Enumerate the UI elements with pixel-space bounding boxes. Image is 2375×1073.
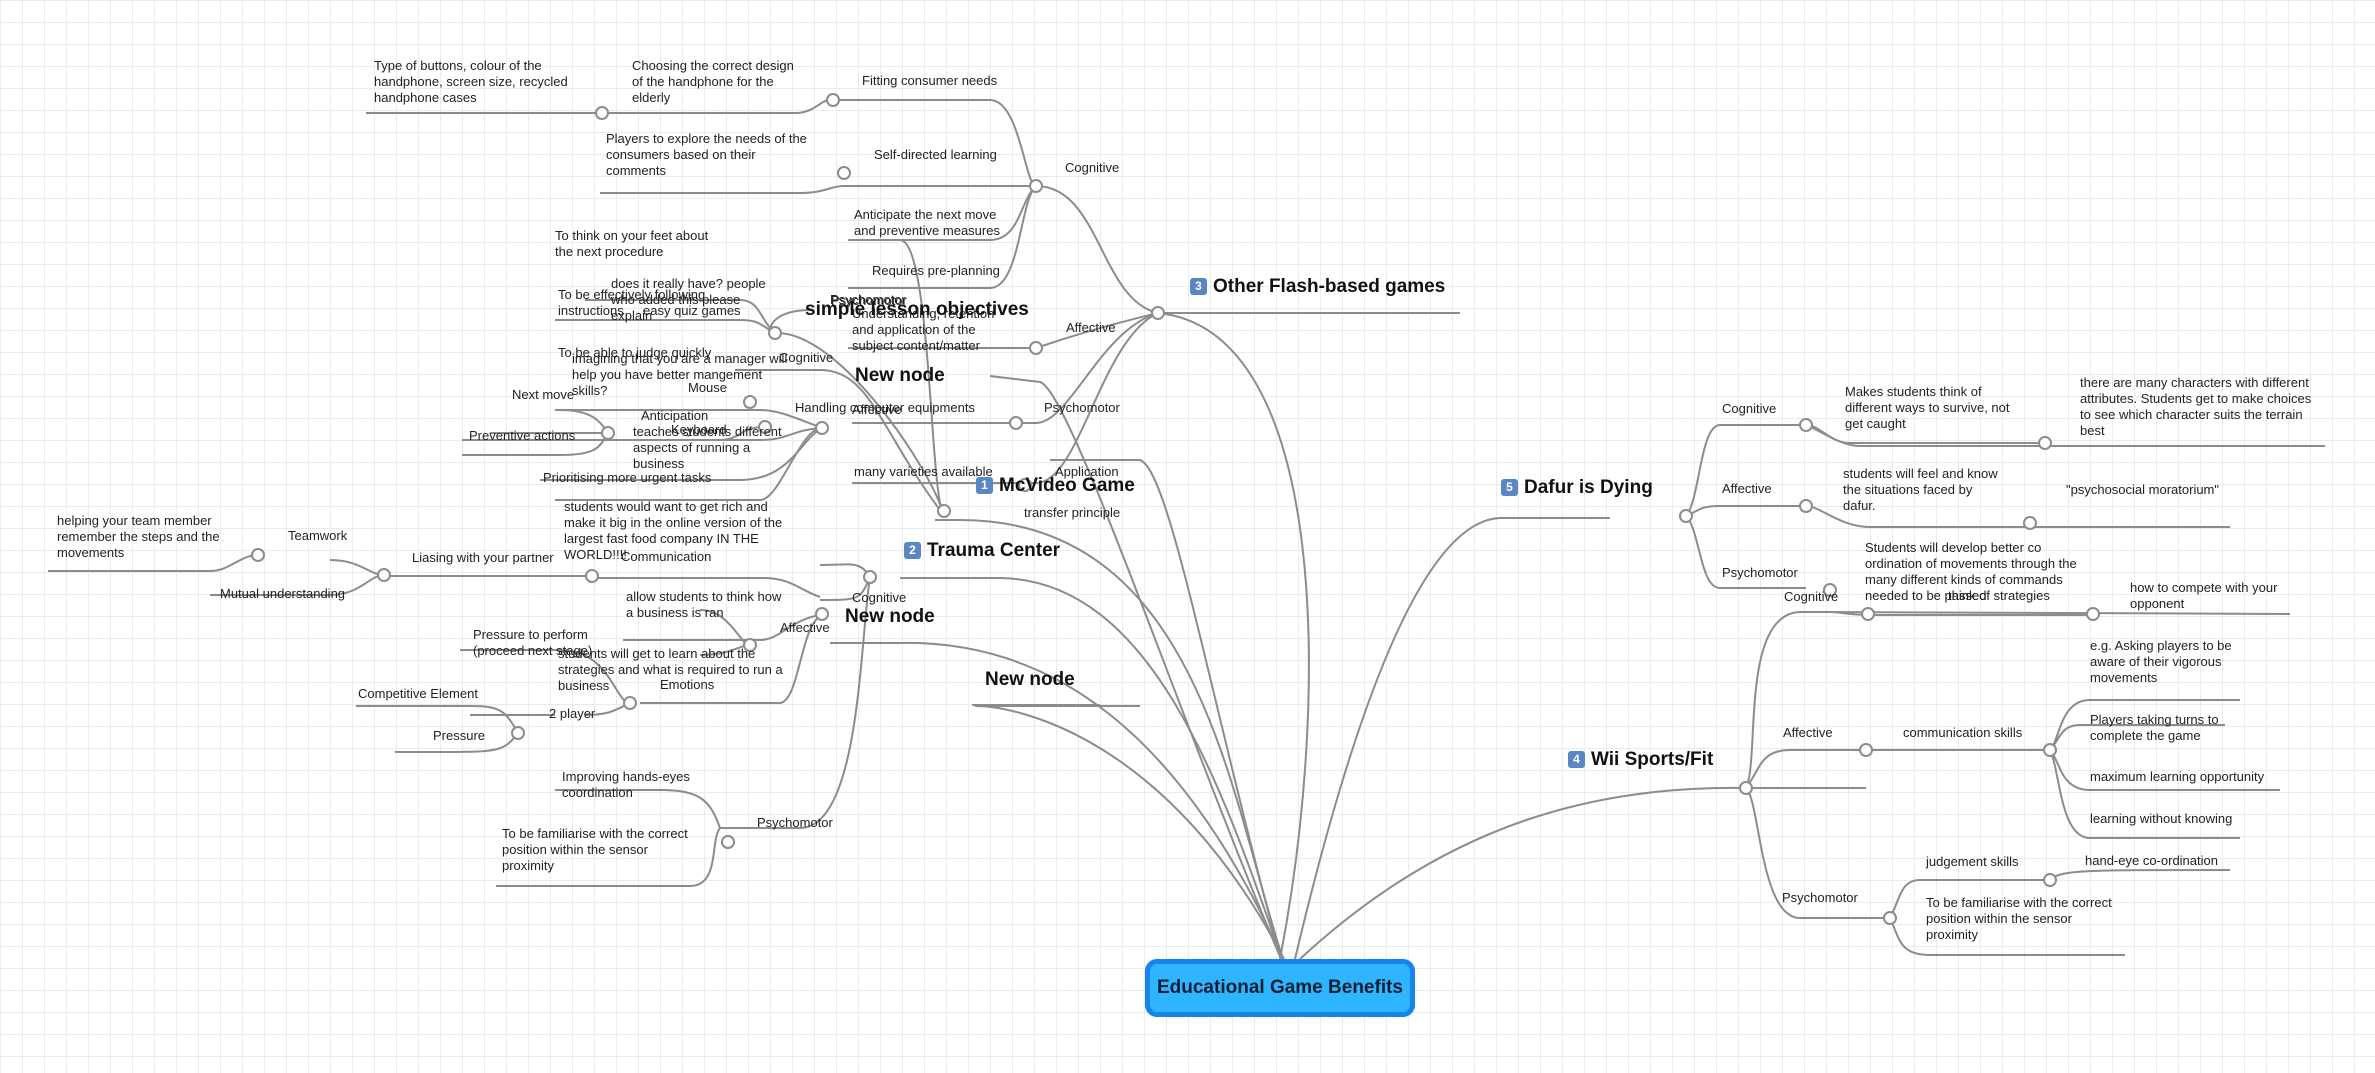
node-text[interactable]: To be familiarise with the correct posit… <box>1926 895 2112 942</box>
node-text[interactable]: students would want to get rich and make… <box>564 499 783 562</box>
node-text[interactable]: Cognitive <box>779 350 834 365</box>
node-text[interactable]: Anticipation <box>641 408 709 423</box>
node-text[interactable]: Mutual understanding <box>220 586 346 601</box>
node-text[interactable]: Requires pre-planning <box>872 263 1000 278</box>
node-text[interactable]: Fitting consumer needs <box>862 73 998 88</box>
node-text[interactable]: Improving hands-eyes coordination <box>562 769 690 800</box>
topic-label: Trauma Center <box>927 540 1061 561</box>
node-text[interactable]: Competitive Element <box>358 686 478 701</box>
node-text[interactable]: Anticipate the next move and preventive … <box>854 207 1000 238</box>
node-text[interactable]: allow students to think how a business i… <box>626 589 782 620</box>
node-text[interactable]: easy quiz games <box>643 303 741 318</box>
node-text[interactable]: 2 player <box>549 706 596 721</box>
node-text[interactable]: Application <box>1055 464 1119 479</box>
topic-label: McVideo Game <box>999 475 1135 496</box>
node-text[interactable]: learning without knowing <box>2090 811 2233 826</box>
node-text[interactable]: Pressure <box>433 728 486 743</box>
node-text[interactable]: Affective <box>1722 481 1772 496</box>
node-text[interactable]: To be able to judge quickly <box>558 345 712 360</box>
node-text[interactable]: Emotions <box>660 677 715 692</box>
node-text[interactable]: To think on your feet about the next pro… <box>555 228 709 259</box>
node-text[interactable]: students will get to learn about the str… <box>558 646 783 693</box>
node-text[interactable]: Psychomotor <box>1044 400 1120 415</box>
node-text[interactable]: judgement skills <box>1926 854 2019 869</box>
number-2-icon: 2 <box>904 542 921 559</box>
node-text[interactable]: Preventive actions <box>469 428 576 443</box>
node-text[interactable]: think of strategies <box>1948 588 2050 603</box>
node-text[interactable]: Liasing with your partner <box>412 550 554 565</box>
number-3-icon: 3 <box>1190 278 1207 295</box>
number-5-icon: 5 <box>1501 479 1518 496</box>
node-text[interactable]: Affective <box>852 402 902 417</box>
node-text[interactable]: Pressure to perform (proceed next stage) <box>473 627 593 658</box>
node-text[interactable]: teaches students different aspects of ru… <box>633 424 782 471</box>
topic-label: Wii Sports/Fit <box>1591 749 1714 770</box>
node-text[interactable]: hand-eye co-ordination <box>2085 853 2218 868</box>
node-text[interactable]: Makes students think of different ways t… <box>1845 384 2010 431</box>
node-text[interactable]: Communication <box>621 549 712 564</box>
node-text[interactable]: e.g. Asking players to be aware of their… <box>2090 638 2232 685</box>
node-text[interactable]: Handling computer equipments <box>795 400 975 415</box>
node-text[interactable]: Cognitive <box>1784 589 1839 604</box>
topic-simple-lesson-objectives[interactable]: simple lesson objectives <box>805 299 1029 320</box>
topic-new-node-1[interactable]: New node <box>855 365 945 386</box>
node-text[interactable]: Prioritising more urgent tasks <box>543 470 712 485</box>
node-text[interactable]: helping your team member remember the st… <box>57 513 220 560</box>
node-text[interactable]: "psychosocial moratorium" <box>2066 482 2220 497</box>
node-text[interactable]: Psychomotor <box>830 292 906 307</box>
node-text[interactable]: many varieties available <box>854 464 993 479</box>
node-text[interactable]: does it really have? people who added th… <box>611 276 766 323</box>
node-text[interactable]: Affective <box>1783 725 1833 740</box>
topic-other-flash-games[interactable]: 3 Other Flash-based games <box>1190 275 1445 299</box>
node-text[interactable]: Teamwork <box>288 528 348 543</box>
node-text[interactable]: Cognitive <box>1722 401 1777 416</box>
node-text[interactable]: Players to explore the needs of the cons… <box>606 131 807 178</box>
topic-wii-sports-fit[interactable]: 4 Wii Sports/Fit <box>1568 748 1713 772</box>
node-text[interactable]: Students will develop better co ordinati… <box>1865 540 2077 603</box>
topic-label: Dafur is Dying <box>1524 477 1653 498</box>
central-topic[interactable]: Educational Game Benefits <box>1145 959 1415 1017</box>
node-text[interactable]: communication skills <box>1903 725 2023 740</box>
node-text[interactable]: Choosing the correct design of the handp… <box>632 58 794 105</box>
node-text[interactable]: To be familiarise with the correct posit… <box>502 826 688 873</box>
node-text[interactable]: Players taking turns to complete the gam… <box>2090 712 2219 743</box>
node-text[interactable]: students will feel and know the situatio… <box>1843 466 1998 513</box>
node-text[interactable]: Cognitive <box>852 590 907 605</box>
topic-new-node-2[interactable]: New node <box>845 606 935 627</box>
node-text[interactable]: maximum learning opportunity <box>2090 769 2265 784</box>
node-text[interactable]: Understanding, retention and application… <box>852 306 995 353</box>
node-text[interactable]: transfer principle <box>1024 505 1121 520</box>
node-text[interactable]: Self-directed learning <box>874 147 997 162</box>
node-text[interactable]: Psychomotor <box>1722 565 1798 580</box>
node-text[interactable]: Next move <box>512 387 575 402</box>
topic-new-node-3[interactable]: New node <box>985 669 1075 690</box>
node-text[interactable]: there are many characters with different… <box>2080 375 2312 438</box>
node-text[interactable]: Psychomotor <box>757 815 833 830</box>
node-text[interactable]: imagining that you are a manager will he… <box>572 351 788 398</box>
number-1-icon: 1 <box>976 477 993 494</box>
topic-mcvideo-game[interactable]: 1 McVideo Game <box>976 474 1135 498</box>
topic-trauma-center[interactable]: 2 Trauma Center <box>904 539 1060 563</box>
node-text[interactable]: Psychomotor <box>1782 890 1858 905</box>
node-text[interactable]: Affective <box>1066 320 1116 335</box>
node-text[interactable]: Keyboard <box>671 422 727 437</box>
number-4-icon: 4 <box>1568 751 1585 768</box>
node-text[interactable]: To be effectively following instructions <box>558 287 706 318</box>
node-text[interactable]: Mouse <box>688 380 728 395</box>
node-text[interactable]: Psychomotor <box>831 293 907 308</box>
node-text[interactable]: Cognitive <box>1065 160 1120 175</box>
node-text[interactable]: Affective <box>780 620 830 635</box>
node-text[interactable]: Type of buttons, colour of the handphone… <box>374 58 568 105</box>
node-text[interactable]: how to compete with your opponent <box>2130 580 2278 611</box>
topic-label: Other Flash-based games <box>1213 276 1446 297</box>
topic-dafur-is-dying[interactable]: 5 Dafur is Dying <box>1501 476 1653 500</box>
